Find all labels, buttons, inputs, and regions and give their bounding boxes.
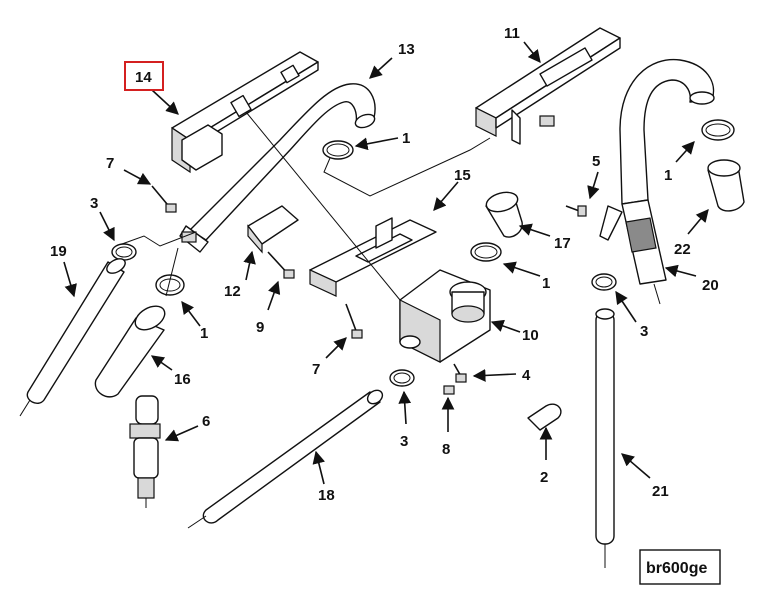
callout-1-c: 1 <box>542 275 550 292</box>
callout-1-b: 1 <box>200 325 208 342</box>
guide-lines <box>121 111 491 301</box>
part-8-screw <box>443 385 455 395</box>
part-1-clamp-d <box>701 119 735 141</box>
callout-2: 2 <box>540 469 548 486</box>
part-3-hose-clamp-a <box>111 243 137 261</box>
part-7-screw-b <box>345 303 363 339</box>
part-11-rail-bracket <box>475 27 621 145</box>
part-18-long-hose <box>187 389 384 529</box>
part-19-long-hose <box>19 258 126 417</box>
callout-3-c: 3 <box>640 323 648 340</box>
part-22-sleeve <box>707 159 745 212</box>
callout-9: 9 <box>256 319 264 336</box>
part-3-hose-clamp-c <box>591 273 617 291</box>
part-12-clip <box>247 205 299 254</box>
part-1-clamp-c <box>470 242 502 262</box>
callout-10: 10 <box>522 327 539 344</box>
callout-labels: 13 11 1 7 3 19 5 15 17 1 12 9 1 16 6 7 1… <box>50 25 719 504</box>
callout-18: 18 <box>318 487 335 504</box>
part-3-hose-clamp-b <box>389 369 415 387</box>
callout-6: 6 <box>202 413 210 430</box>
callout-14: 14 <box>135 69 152 86</box>
callout-13: 13 <box>398 41 415 58</box>
part-15-box-bracket <box>309 217 437 297</box>
callout-19: 19 <box>50 243 67 260</box>
reference-label: br600ge <box>646 560 707 577</box>
part-21-vertical-hose <box>595 308 615 568</box>
part-9-screw <box>267 251 295 279</box>
part-1-clamp-b <box>155 274 185 296</box>
callout-21: 21 <box>652 483 669 500</box>
callout-15: 15 <box>454 167 471 184</box>
part-10-filter-housing <box>399 269 491 363</box>
part-5-screw <box>565 205 587 217</box>
part-14-bracket <box>171 51 319 174</box>
callout-4: 4 <box>522 367 531 384</box>
callout-7-b: 7 <box>312 361 320 378</box>
reference-label-box: br600ge <box>639 549 721 585</box>
part-16-short-hose <box>94 305 166 398</box>
callout-17: 17 <box>554 235 571 252</box>
callout-12: 12 <box>224 283 241 300</box>
part-7-screw-a <box>151 185 177 213</box>
part-20-tall-hose <box>599 58 715 305</box>
callout-3-b: 3 <box>400 433 408 450</box>
callout-1-d: 1 <box>664 167 672 184</box>
callout-11: 11 <box>504 25 520 42</box>
callout-7-a: 7 <box>106 155 114 172</box>
callout-20: 20 <box>702 277 719 294</box>
callout-22: 22 <box>674 241 691 258</box>
callout-16: 16 <box>174 371 191 388</box>
callout-1-a: 1 <box>402 130 410 147</box>
callout-8: 8 <box>442 441 450 458</box>
part-1-clamp-a <box>322 140 354 160</box>
part-6-quick-connect <box>129 395 161 508</box>
callout-5: 5 <box>592 153 600 170</box>
part-4-screw <box>453 363 467 383</box>
leader-arrows <box>63 41 709 485</box>
part-2-p-clip <box>527 403 562 431</box>
part-17-sleeve <box>485 191 523 238</box>
callout-3-a: 3 <box>90 195 98 212</box>
callout-14-highlight-box <box>124 61 164 91</box>
